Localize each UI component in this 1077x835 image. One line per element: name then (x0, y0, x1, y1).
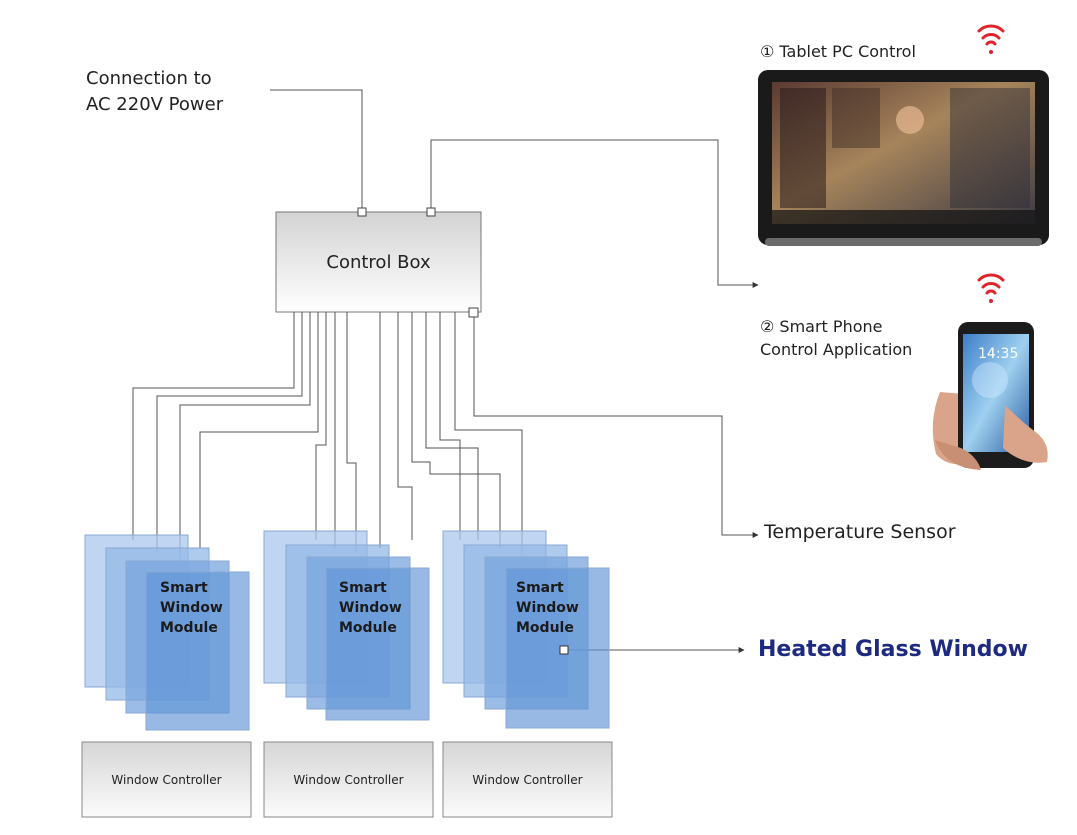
glass-stack-2 (263, 530, 430, 721)
module-label-1: Smart Window Module (160, 578, 250, 638)
wiring-group-3 (411, 312, 523, 555)
phone-label: ② Smart Phone Control Application (760, 315, 912, 361)
module-2-line2: Window (339, 600, 402, 616)
module-3-line3: Module (516, 620, 574, 636)
sensor-port (468, 307, 479, 318)
wifi-icon (977, 24, 1005, 54)
glass-stack-3 (442, 530, 610, 729)
window-controller-label-3: Window Controller (472, 772, 583, 787)
phone-clock: 14:35 (978, 346, 1019, 362)
wireless-link-line (430, 139, 759, 288)
control-box (275, 211, 482, 313)
window-controller-label-1: Window Controller (111, 772, 222, 787)
module-1-line2: Window (160, 600, 223, 616)
control-box-label: Control Box (326, 251, 431, 273)
wiring-group-2 (315, 312, 413, 552)
temperature-sensor-line (473, 312, 759, 538)
window-controller-label-2: Window Controller (293, 772, 404, 787)
module-3-line2: Window (516, 600, 579, 616)
module-1-line3: Module (160, 620, 218, 636)
smartphone-device-icon (932, 322, 1048, 470)
power-label-line1: Connection to (86, 68, 212, 89)
phone-label-line1: ② Smart Phone (760, 317, 883, 336)
temperature-sensor-label: Temperature Sensor (764, 521, 956, 543)
phone-label-line2: Control Application (760, 340, 913, 359)
wireless-port (426, 207, 436, 217)
module-3-line1: Smart (516, 580, 564, 596)
window-controller-box-2 (263, 741, 434, 818)
power-connection-line (270, 89, 363, 212)
power-label-line2: AC 220V Power (86, 94, 224, 115)
glass-stack-1 (84, 534, 250, 731)
module-label-3: Smart Window Module (516, 578, 606, 638)
wiring-group-1 (132, 312, 319, 562)
module-1-line1: Smart (160, 580, 208, 596)
module-2-line3: Module (339, 620, 397, 636)
module-label-2: Smart Window Module (339, 578, 429, 638)
module-2-line1: Smart (339, 580, 387, 596)
heated-glass-port (559, 645, 569, 655)
power-port (357, 207, 367, 217)
window-controller-box-3 (442, 741, 613, 818)
window-controller-box-1 (81, 741, 252, 818)
tablet-label: ① Tablet PC Control (760, 42, 916, 61)
power-label: Connection to AC 220V Power (86, 66, 223, 118)
heated-glass-label: Heated Glass Window (758, 637, 1028, 662)
tablet-device-icon (758, 70, 1049, 246)
wifi-icon (977, 273, 1005, 303)
